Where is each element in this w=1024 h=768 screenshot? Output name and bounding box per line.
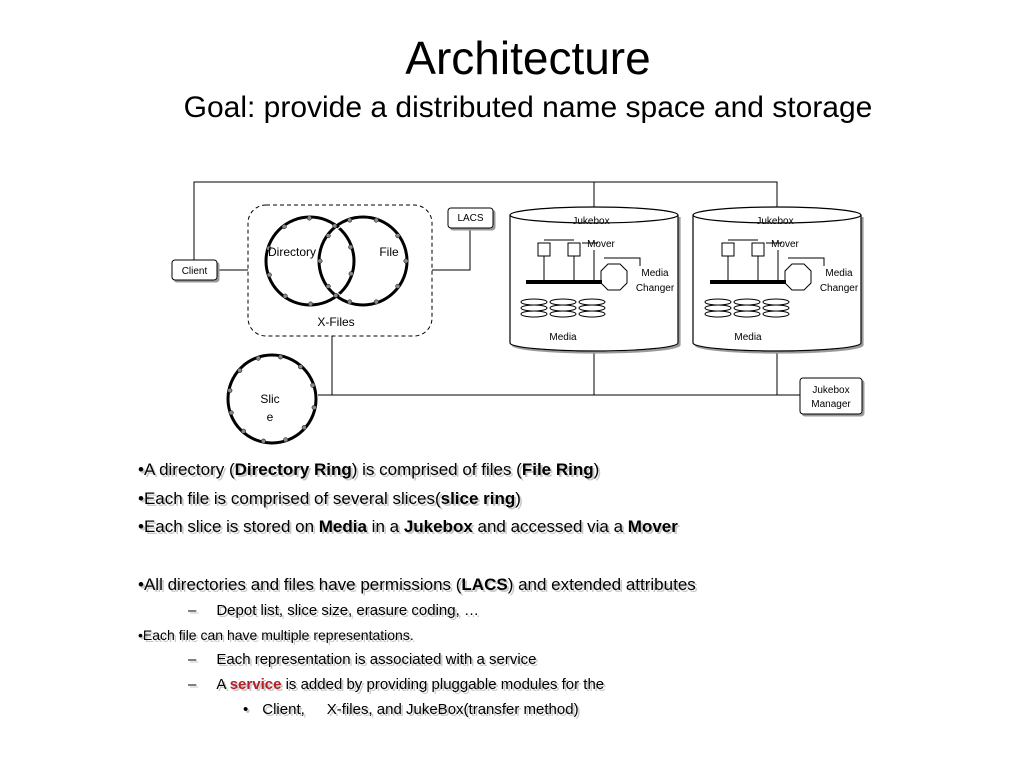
ring-node-dot [333, 292, 339, 298]
jukebox-1: Jukebox Mover Media Changer Media [509, 206, 679, 352]
ring-node-dot [325, 283, 331, 289]
jukebox-1-changer-line2: Changer [636, 283, 675, 294]
ring-node-dot [298, 364, 303, 370]
ring-node-dot [283, 437, 289, 443]
ring-node-dot [348, 244, 354, 250]
jukebox-2-changer-line1: Media [825, 268, 853, 279]
slice-label-line1: Slic [260, 392, 279, 406]
ring-node-dot [261, 438, 266, 444]
ring-node-dot [255, 355, 261, 361]
media-changer-icon [600, 257, 641, 291]
ring-node-dot [403, 258, 409, 264]
mover-icon [721, 239, 782, 282]
connection-lines [193, 181, 800, 396]
mover-icon [537, 239, 598, 282]
slide-title: Architecture [405, 32, 651, 84]
jukebox-2-bus [710, 280, 786, 284]
jukebox-manager-line1: Jukebox [812, 385, 849, 396]
file-label: File [379, 245, 399, 259]
jukebox-1-changer-line1: Media [641, 268, 669, 279]
media-stack-icon [520, 298, 606, 318]
jukebox-2: Jukebox Mover Media Changer Media [692, 206, 862, 352]
lacs-box[interactable]: LACS [447, 207, 494, 229]
jukebox-2-media-label: Media [734, 332, 762, 343]
ring-node-dot [278, 354, 283, 360]
file-ring [317, 215, 409, 307]
ring-node-dot [310, 382, 316, 388]
ring-node-dots [266, 215, 409, 307]
ring-node-dot [266, 272, 272, 278]
ring-node-dot [373, 217, 379, 223]
xfiles-label: X-Files [317, 315, 354, 329]
jukebox-manager-box[interactable]: Jukebox Manager [799, 377, 863, 415]
ring-node-dot [281, 224, 287, 230]
jukebox-1-title: Jukebox [572, 216, 609, 227]
slice-ring: Slic e [226, 353, 318, 445]
ring-node-dot [348, 271, 354, 277]
ring-node-dot [395, 233, 401, 239]
directory-ring [264, 215, 356, 307]
ring-node-dot [308, 301, 314, 307]
jukebox-1-mover-label: Mover [587, 239, 615, 250]
lacs-label: LACS [457, 213, 483, 224]
ring-node-dot [306, 215, 312, 221]
media-stack-icon [704, 298, 790, 318]
jukebox-manager-line2: Manager [811, 399, 851, 410]
ring-node-dot [395, 283, 401, 289]
media-changer-icon [784, 257, 825, 291]
ring-node-dot [347, 217, 353, 223]
ring-node-dot [325, 233, 331, 239]
client-label: Client [182, 266, 208, 277]
ring-node-dot [347, 299, 353, 305]
ring-node-dot [311, 405, 317, 410]
jukebox-2-mover-label: Mover [771, 239, 799, 250]
ring-node-dot [227, 388, 233, 393]
ring-node-dot [301, 425, 307, 430]
ring-node-dot [317, 258, 323, 264]
ring-node-dot [332, 223, 338, 229]
jukebox-1-media-label: Media [549, 332, 577, 343]
slide-subtitle: Goal: provide a distributed name space a… [183, 91, 873, 124]
ring-node-dot [282, 293, 288, 299]
client-box[interactable]: Client [171, 259, 218, 281]
jukebox-2-title: Jukebox [756, 216, 793, 227]
ring-node-dot [237, 368, 243, 373]
directory-label: Directory [268, 245, 316, 259]
ring-node-dot [373, 299, 379, 305]
xfiles-group: Directory File X-Files [247, 204, 433, 337]
ring-node-dot [241, 428, 246, 434]
jukebox-1-bus [526, 280, 602, 284]
ring-node-dot [266, 245, 272, 251]
jukebox-2-changer-line2: Changer [820, 283, 859, 294]
ring-node-dot [228, 410, 234, 416]
slice-label-line2: e [267, 410, 274, 424]
